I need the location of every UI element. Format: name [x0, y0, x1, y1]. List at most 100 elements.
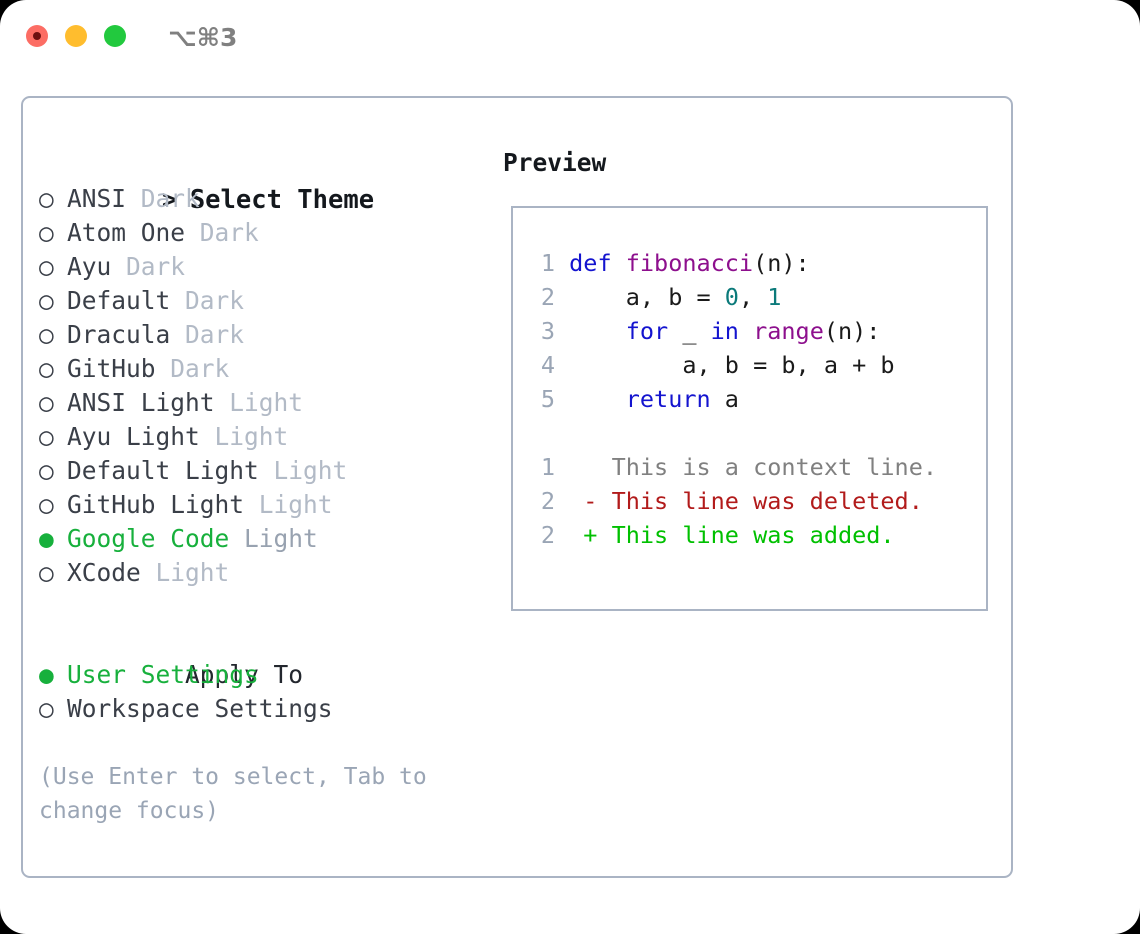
diff-line-ctx: 1 This is a context line. [529, 450, 978, 484]
theme-option-default[interactable]: ○ Default Dark [39, 284, 489, 318]
radio-unselected-icon: ○ [39, 320, 54, 349]
theme-option-default-light[interactable]: ○ Default Light Light [39, 454, 489, 488]
theme-variant-badge: Light [214, 388, 304, 417]
keyboard-hint-text: (Use Enter to select, Tab to change focu… [39, 764, 441, 824]
theme-option-ayu[interactable]: ○ Ayu Dark [39, 250, 489, 284]
theme-option-name: Dracula [67, 320, 171, 349]
radio-unselected-icon: ○ [39, 422, 54, 451]
code-token-plain [569, 385, 626, 413]
apply-to-option-user-settings[interactable]: ●User Settings [39, 658, 489, 692]
code-token-plain [739, 317, 753, 345]
hint-spacer [39, 726, 489, 760]
code-token-fn: fibonacci [625, 249, 754, 277]
theme-option-name: ANSI [67, 184, 127, 213]
theme-option-name: Default Light [67, 456, 259, 485]
diff-sample-code: 1 This is a context line.2 - This line w… [529, 450, 978, 552]
line-number: 2 [540, 487, 555, 515]
code-token-num: 0 [724, 283, 739, 311]
diff-line-text: + This line was added. [555, 521, 895, 549]
code-token-plain: (n): [823, 317, 881, 345]
theme-option-ansi[interactable]: ○ ANSI Dark [39, 182, 489, 216]
theme-option-ansi-light[interactable]: ○ ANSI Light Light [39, 386, 489, 420]
theme-variant-badge: Dark [155, 354, 230, 383]
code-token-num: 1 [767, 283, 782, 311]
radio-selected-icon: ● [39, 660, 54, 689]
theme-list-panel: >Select Theme ○ANSI Dark○Atom One Dark○A… [39, 146, 489, 828]
code-token-plain: a [710, 385, 739, 413]
theme-option-name: Ayu [67, 252, 112, 281]
radio-unselected-icon: ○ [39, 286, 54, 315]
theme-option-github[interactable]: ○ GitHub Dark [39, 352, 489, 386]
gutter-gap [555, 249, 569, 277]
theme-option-google-code[interactable]: ●Google Code Light [39, 522, 489, 556]
line-number: 1 [540, 249, 555, 277]
theme-option-name: GitHub Light [67, 490, 245, 519]
selection-caret-icon: > [161, 185, 178, 215]
apply-to-options-list[interactable]: ●User Settings○Workspace Settings [39, 658, 489, 726]
theme-variant-badge: Light [229, 524, 318, 553]
gutter-gap [555, 351, 569, 379]
theme-variant-badge: Dark [170, 320, 245, 349]
apply-to-header: ○Apply To [39, 624, 489, 689]
theme-option-name: Atom One [67, 218, 186, 247]
gutter-gap [555, 317, 569, 345]
theme-options-list[interactable]: ○ ANSI Dark ○ Atom One Dark ○ Ayu Dark ○ Defaul… [39, 182, 489, 590]
line-number: 1 [540, 453, 555, 481]
theme-variant-badge: Dark [111, 252, 186, 281]
theme-variant-badge: Light [244, 490, 333, 519]
title-bar: ⌥⌘3 [0, 0, 1140, 78]
theme-option-xcode[interactable]: ○XCode Light [39, 556, 489, 590]
radio-unselected-icon: ○ [39, 252, 54, 281]
theme-option-atom-one[interactable]: ○ Atom One Dark [39, 216, 489, 250]
theme-option-github-light[interactable]: ○ GitHub Light Light [39, 488, 489, 522]
maximize-button[interactable] [104, 25, 126, 47]
code-token-kw: def [569, 249, 626, 277]
theme-picker-dialog: >Select Theme ○ANSI Dark○Atom One Dark○A… [21, 96, 1013, 878]
theme-option-name: ANSI Light [67, 388, 215, 417]
radio-selected-icon: ● [39, 524, 54, 553]
list-spacer [39, 590, 489, 624]
code-token-plain: , [738, 283, 768, 311]
radio-unselected-icon: ○ [39, 456, 54, 485]
radio-unselected-icon: ○ [39, 490, 54, 519]
radio-unselected-icon: ○ [39, 354, 54, 383]
keyboard-shortcut-label: ⌥⌘3 [168, 23, 238, 52]
preview-title: Preview [503, 148, 607, 177]
radio-unselected-icon: ○ [39, 184, 54, 213]
line-number: 2 [540, 521, 555, 549]
gutter-gap [555, 385, 569, 413]
theme-option-dracula[interactable]: ○ Dracula Dark [39, 318, 489, 352]
line-number: 5 [540, 385, 555, 413]
radio-unselected-icon: ○ [39, 388, 54, 417]
page-title: Select Theme [189, 185, 375, 215]
theme-variant-badge: Dark [185, 218, 259, 247]
apply-to-option-workspace-settings[interactable]: ○Workspace Settings [39, 692, 489, 726]
diff-spacer [529, 416, 978, 450]
line-number: 2 [540, 283, 555, 311]
theme-list-title: > Select Theme [39, 146, 489, 215]
code-line: 2 a, b = 0, 1 [529, 280, 978, 314]
theme-option-name: Default [67, 286, 171, 315]
theme-variant-badge: Light [258, 456, 348, 485]
theme-variant-badge: Dark [126, 184, 200, 213]
code-line: 3 for _ in range(n): [529, 314, 978, 348]
code-line: 1 def fibonacci(n): [529, 246, 978, 280]
theme-option-name: GitHub [67, 354, 156, 383]
apply-to-label: Apply To [185, 660, 304, 689]
theme-variant-badge: Light [140, 558, 230, 587]
close-button[interactable] [26, 25, 48, 47]
theme-option-name: XCode [67, 558, 141, 587]
theme-option-ayu-light[interactable]: ○Ayu Light Light [39, 420, 489, 454]
radio-unselected-icon: ○ [39, 218, 54, 247]
diff-line-del: 2 - This line was deleted. [529, 484, 978, 518]
theme-variant-badge: Dark [170, 286, 245, 315]
window-controls [26, 25, 126, 47]
code-line: 5 return a [529, 382, 978, 416]
minimize-button[interactable] [65, 25, 87, 47]
line-number: 4 [540, 351, 555, 379]
code-token-plain: _ [668, 317, 711, 345]
preview-panel: Preview 1 def fibonacci(n):2 a, b = 0, 1… [503, 146, 993, 611]
code-line: 4 a, b = b, a + b [529, 348, 978, 382]
